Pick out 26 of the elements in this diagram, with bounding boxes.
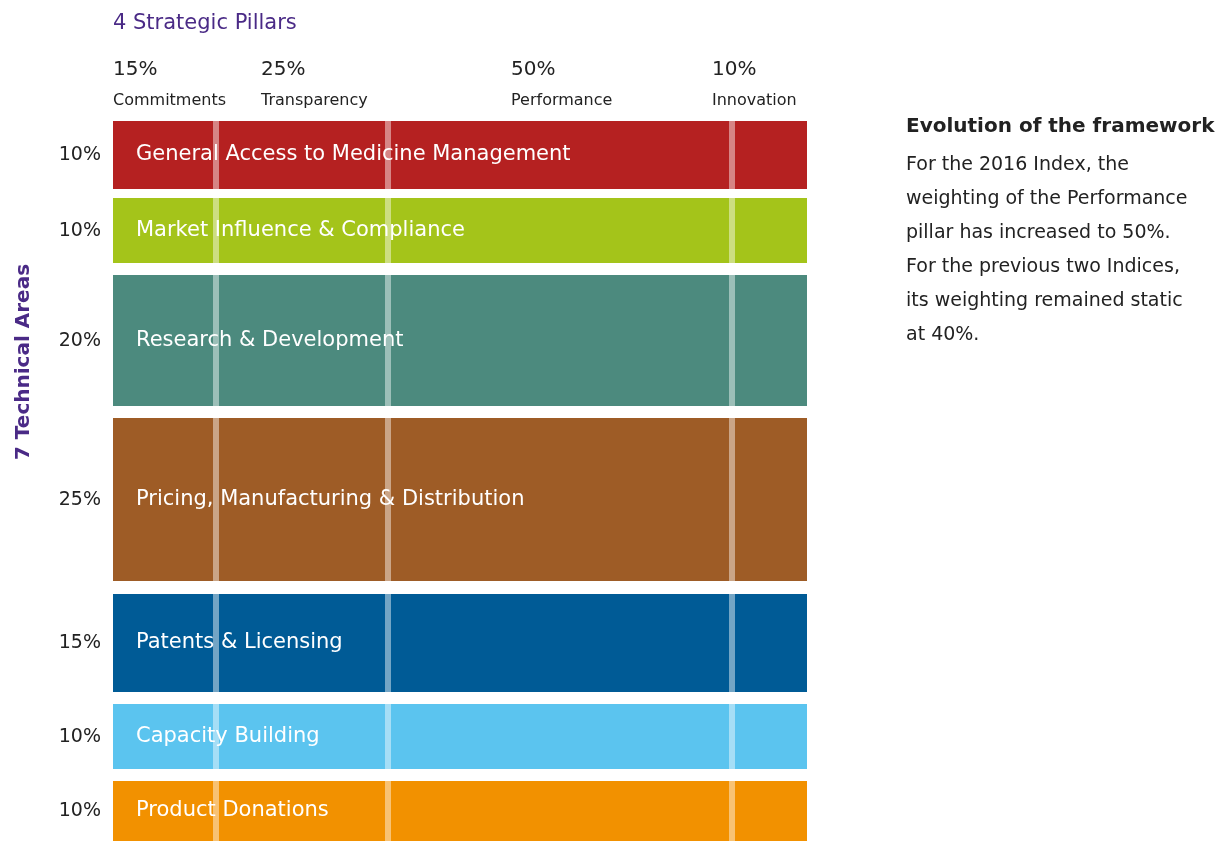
pillar-name: Transparency xyxy=(261,90,368,109)
area-name: General Access to Medicine Management xyxy=(136,141,571,165)
area-name: Research & Development xyxy=(136,326,404,351)
axis-title: 7 Technical Areas xyxy=(10,262,34,462)
weight-label: 20% xyxy=(57,327,101,350)
weight-label: 10% xyxy=(57,798,101,820)
weight-label: 15% xyxy=(57,630,101,652)
weight-label: 25% xyxy=(57,486,101,509)
pillar-weight: 25% xyxy=(261,56,306,80)
pillar-name: Commitments xyxy=(113,90,227,109)
area-name: Market Influence & Compliance xyxy=(136,216,465,241)
area-name: Pricing, Manufacturing & Distribution xyxy=(136,485,525,510)
note-text: For the 2016 Index, the weighting of the Performance pillar has increased to 50%. For the previous two Indices, its weighting remained static at 40%. xyxy=(906,151,1189,346)
pillar-name: Innovation xyxy=(712,90,797,109)
area-name: Patents & Licensing xyxy=(136,629,343,653)
area-name: Product Donations xyxy=(136,797,329,821)
weight-label: 10% xyxy=(57,723,101,746)
weight-label: 10% xyxy=(57,142,101,164)
area-name: Capacity Building xyxy=(136,722,320,747)
note-heading: Evolution of the framework xyxy=(906,113,1215,137)
chart-title: 4 Strategic Pillars xyxy=(113,10,297,34)
weight-label: 10% xyxy=(57,217,101,240)
pillar-weight: 10% xyxy=(712,56,757,80)
pillar-name: Performance xyxy=(511,90,613,109)
pillar-weight: 50% xyxy=(511,56,556,80)
pillar-weight: 15% xyxy=(113,56,158,80)
